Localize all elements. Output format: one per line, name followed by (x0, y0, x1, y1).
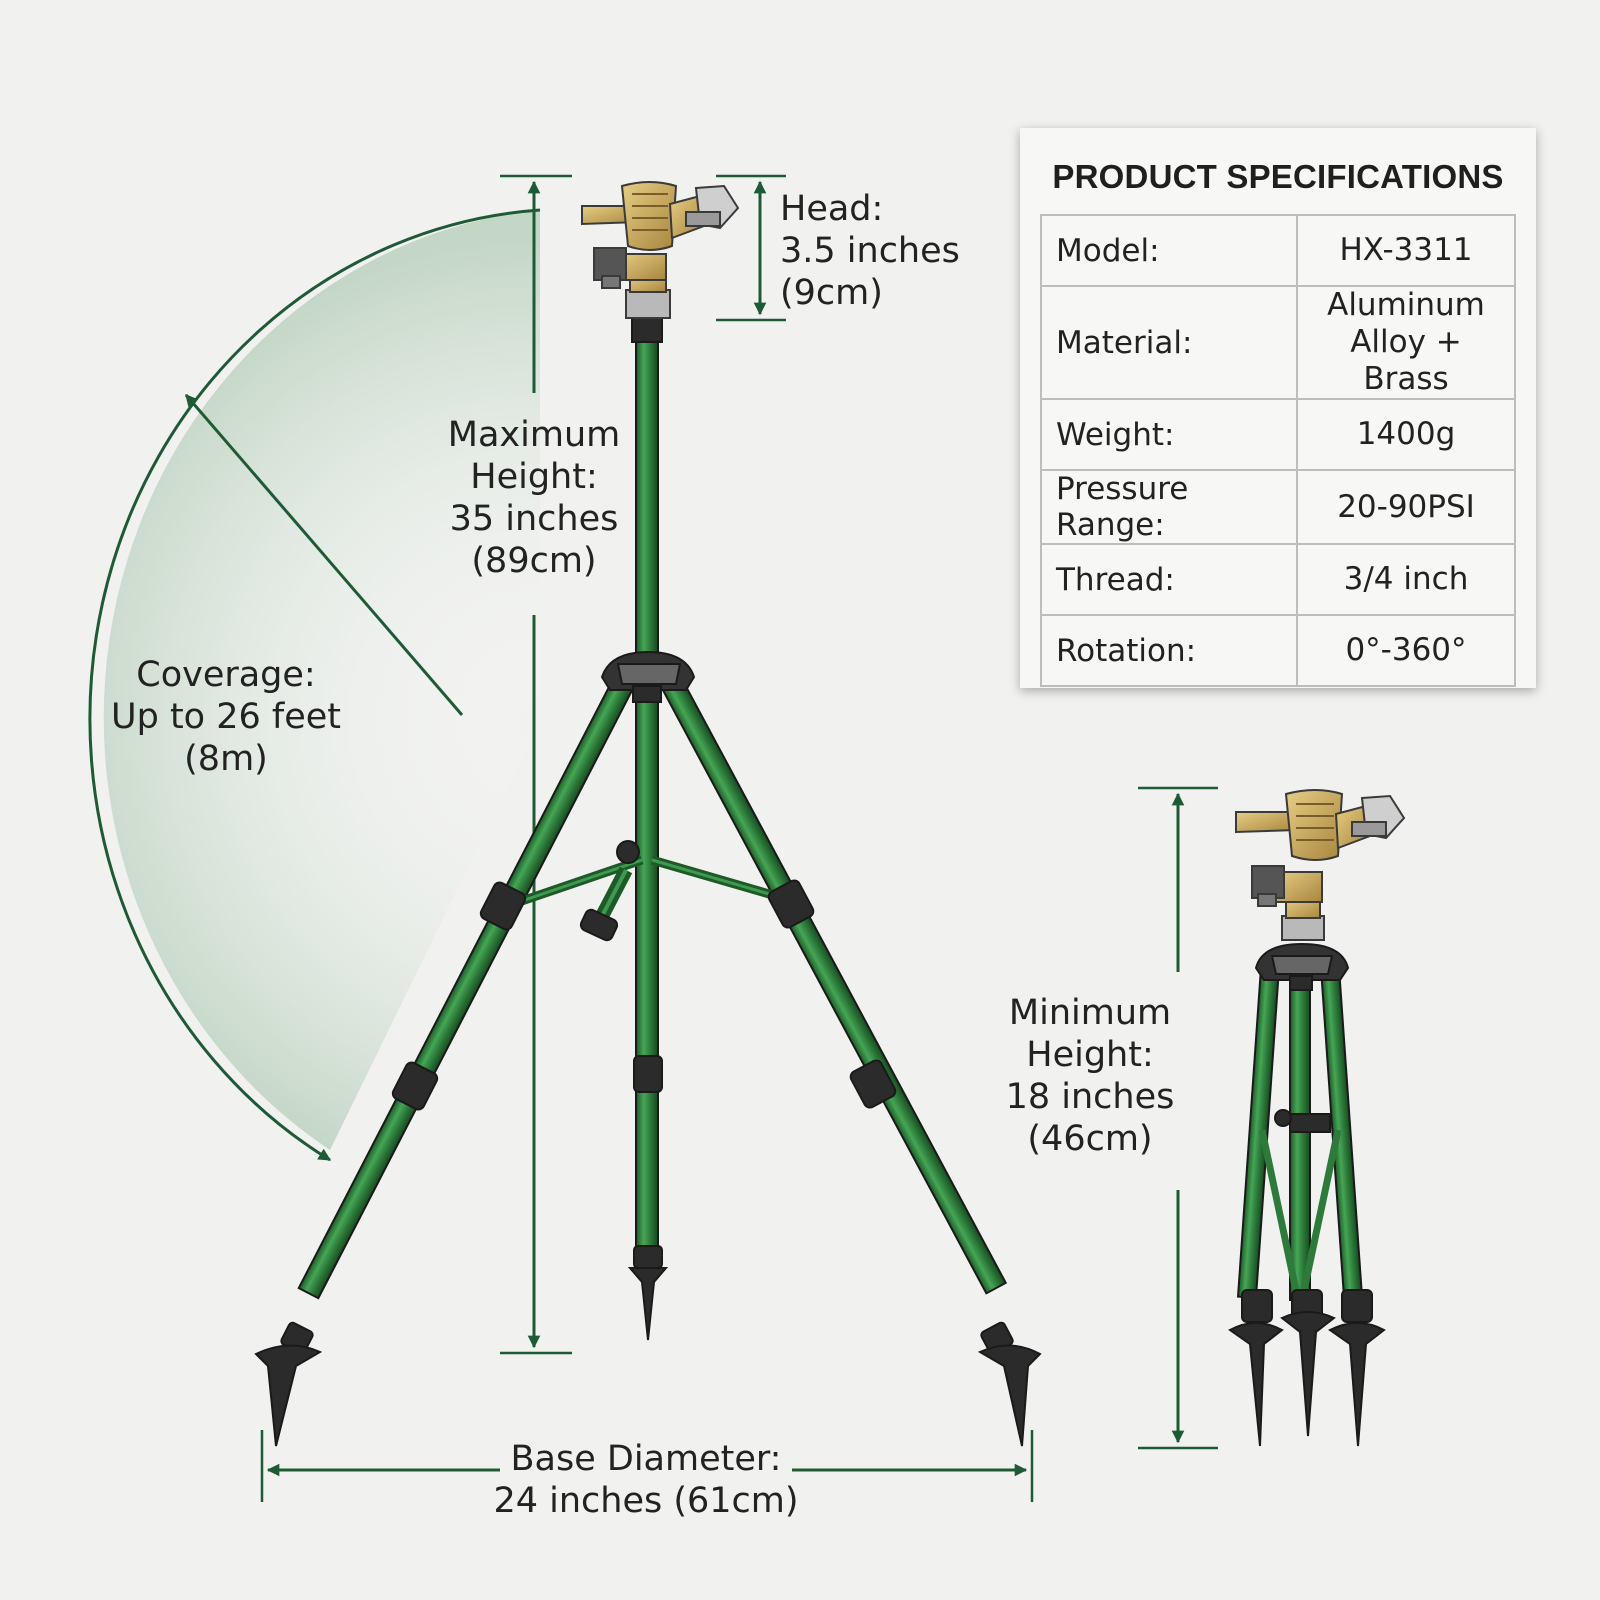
coverage-label: Coverage: Up to 26 feet (8m) (111, 655, 341, 779)
spec-row-thread: Thread: 3/4 inch (1040, 543, 1516, 616)
max-height-label: Maximum Height: 35 inches (89cm) (447, 415, 621, 581)
tall-tripod (254, 317, 1042, 1447)
spec-row-rotation: Rotation: 0°-360° (1040, 614, 1516, 687)
short-tripod (1228, 942, 1386, 1447)
specs-table: Model: HX-3311 Material: Aluminum Alloy … (1040, 214, 1516, 687)
spec-row-material: Material: Aluminum Alloy + Brass (1040, 285, 1516, 400)
product-specifications-card: PRODUCT SPECIFICATIONS Model: HX-3311 Ma… (1020, 128, 1536, 688)
specs-title: PRODUCT SPECIFICATIONS (1052, 158, 1504, 195)
coverage-fan (103, 210, 541, 1150)
spec-row-weight: Weight: 1400g (1040, 398, 1516, 471)
coverage-radius-arrow (184, 394, 464, 716)
spec-row-model: Model: HX-3311 (1040, 214, 1516, 287)
head-label: Head: 3.5 inches (9cm) (780, 189, 960, 313)
sprinkler-head-short (1235, 789, 1406, 941)
spec-row-pressure: Pressure Range: 20-90PSI (1040, 469, 1516, 545)
coverage-arc-arrow (88, 208, 541, 1162)
sprinkler-head-tall (581, 181, 740, 319)
min-height-label: Minimum Height: 18 inches (46cm) (1005, 993, 1175, 1159)
base-diameter-label: Base Diameter: 24 inches (61cm) (493, 1439, 799, 1521)
